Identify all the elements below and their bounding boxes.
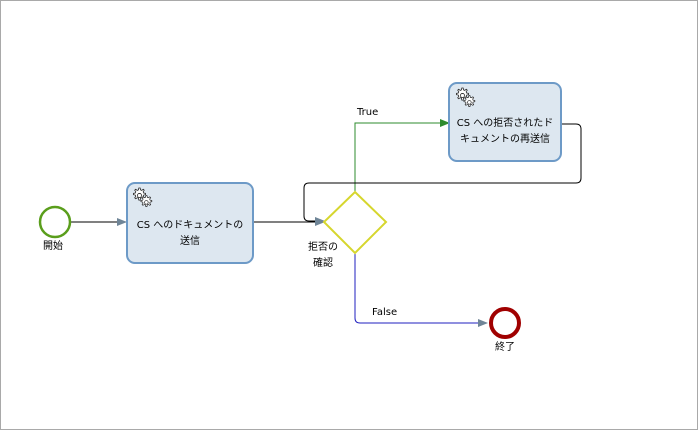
gateway-label: 拒否の 確認 <box>308 242 338 269</box>
end-event[interactable] <box>489 307 521 339</box>
start-event-label: 開始 <box>43 241 63 252</box>
task-send-documents[interactable] <box>126 182 254 264</box>
flow-true-to-resend[interactable] <box>354 119 450 192</box>
false-flow-label: False <box>372 307 398 318</box>
flow-resend-to-gateway[interactable] <box>303 123 582 225</box>
task-resend-label: CS への拒否されたド キュメントの再送信 <box>456 118 554 145</box>
exclusive-gateway[interactable] <box>322 190 388 255</box>
task-send-label: CS へのドキュメントの 送信 <box>136 220 244 247</box>
task-resend-rejected-documents[interactable] <box>448 82 562 162</box>
true-flow-label: True <box>357 107 379 118</box>
end-event-label: 終了 <box>495 342 515 353</box>
flow-false-to-end[interactable] <box>354 253 488 327</box>
start-event[interactable] <box>38 205 72 239</box>
